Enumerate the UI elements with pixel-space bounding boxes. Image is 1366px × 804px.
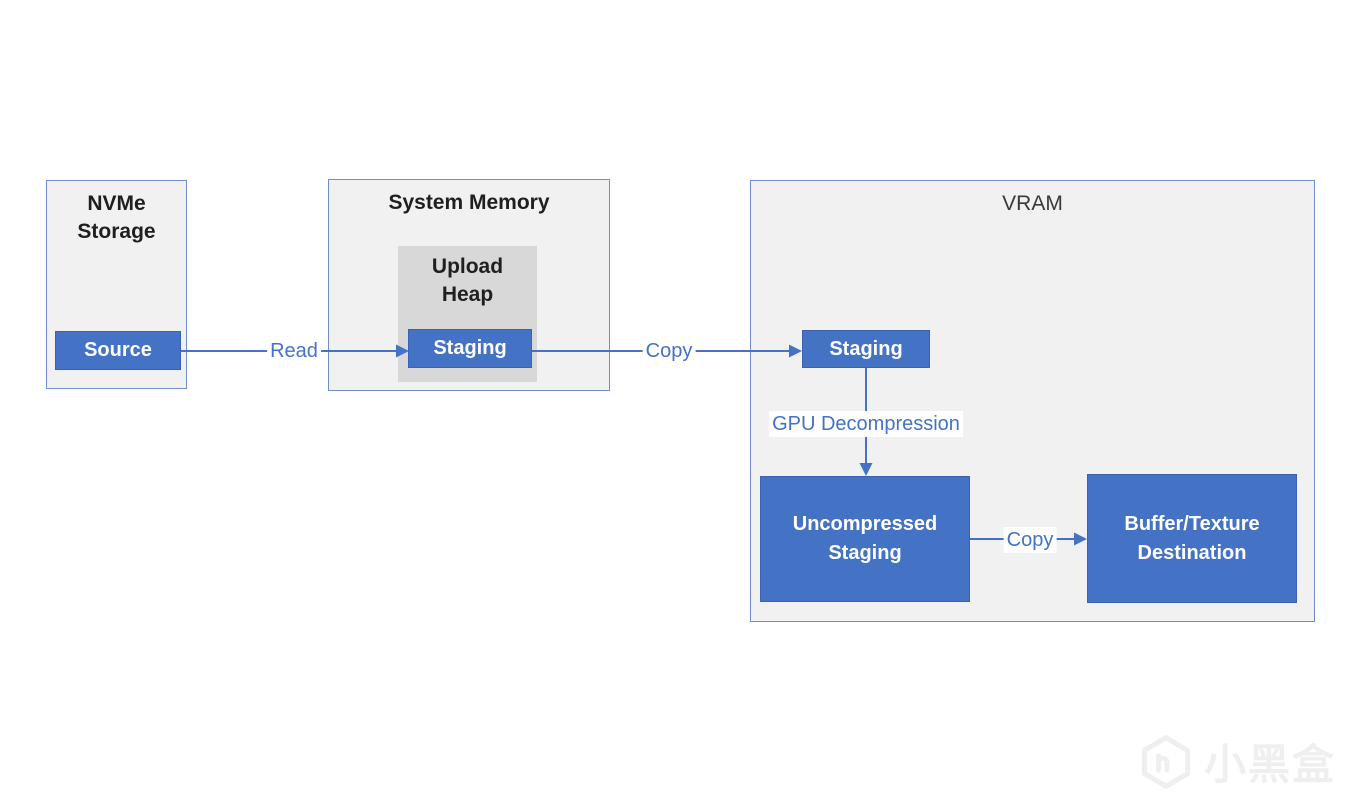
- heybox-logo-icon: [1141, 734, 1191, 789]
- edge-label-copy-to-vram: Copy: [642, 338, 696, 364]
- watermark: 小黑盒: [1138, 731, 1336, 792]
- vram-title: VRAM: [1002, 192, 1063, 215]
- node-uncompressed-staging: Uncompressed Staging: [760, 476, 970, 602]
- node-buffer-texture-destination: Buffer/Texture Destination: [1087, 474, 1297, 603]
- node-staging-vram: Staging: [802, 330, 930, 368]
- watermark-text: 小黑盒: [1203, 741, 1336, 788]
- edge-label-read: Read: [267, 338, 321, 364]
- system-memory-title: System Memory: [388, 191, 550, 214]
- upload-heap-title: Upload Heap: [431, 255, 504, 306]
- node-source: Source: [55, 331, 181, 370]
- edge-label-gpu-decompression: GPU Decompression: [769, 411, 963, 437]
- nvme-storage-title: NVMe Storage: [77, 192, 156, 243]
- node-staging-system-memory: Staging: [408, 329, 532, 368]
- edge-label-copy-to-destination: Copy: [1003, 527, 1057, 553]
